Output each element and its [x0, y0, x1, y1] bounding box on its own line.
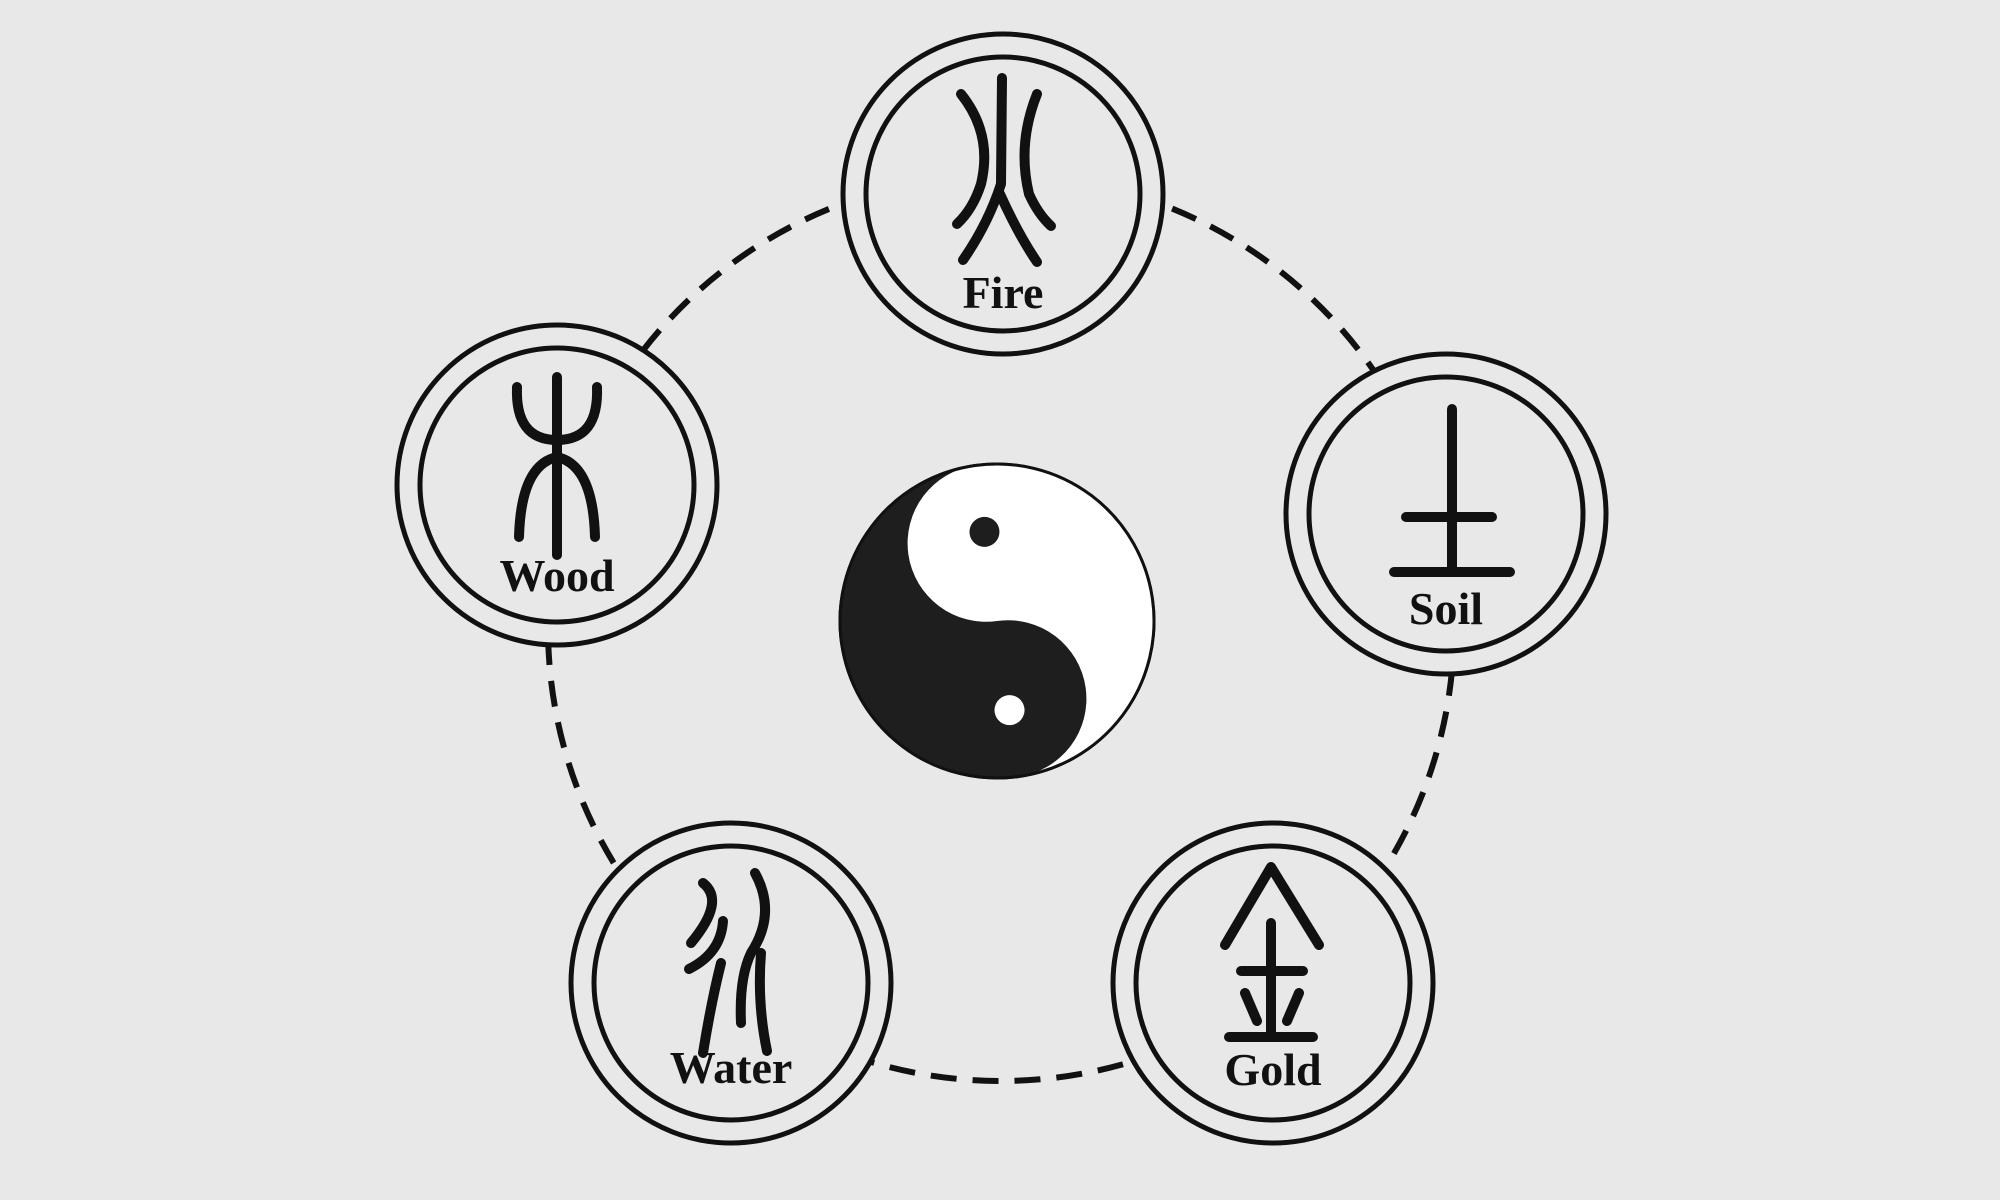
yin-yang-icon: [838, 462, 1156, 780]
element-soil: Soil: [1283, 351, 1609, 677]
element-label-fire: Fire: [963, 267, 1044, 318]
element-label-gold: Gold: [1224, 1044, 1322, 1095]
fire-character-icon: [952, 73, 1056, 267]
element-label-water: Water: [670, 1042, 793, 1093]
element-label-wood: Wood: [499, 550, 614, 601]
element-wood: Wood: [394, 322, 720, 648]
element-water: Water: [568, 820, 894, 1146]
wood-character-icon: [511, 372, 603, 560]
element-fire: Fire: [840, 31, 1166, 357]
gold-character-icon: [1220, 862, 1324, 1042]
element-label-soil: Soil: [1409, 583, 1483, 634]
soil-character-icon: [1389, 404, 1515, 577]
water-character-icon: [684, 868, 772, 1058]
element-gold: Gold: [1110, 820, 1436, 1146]
